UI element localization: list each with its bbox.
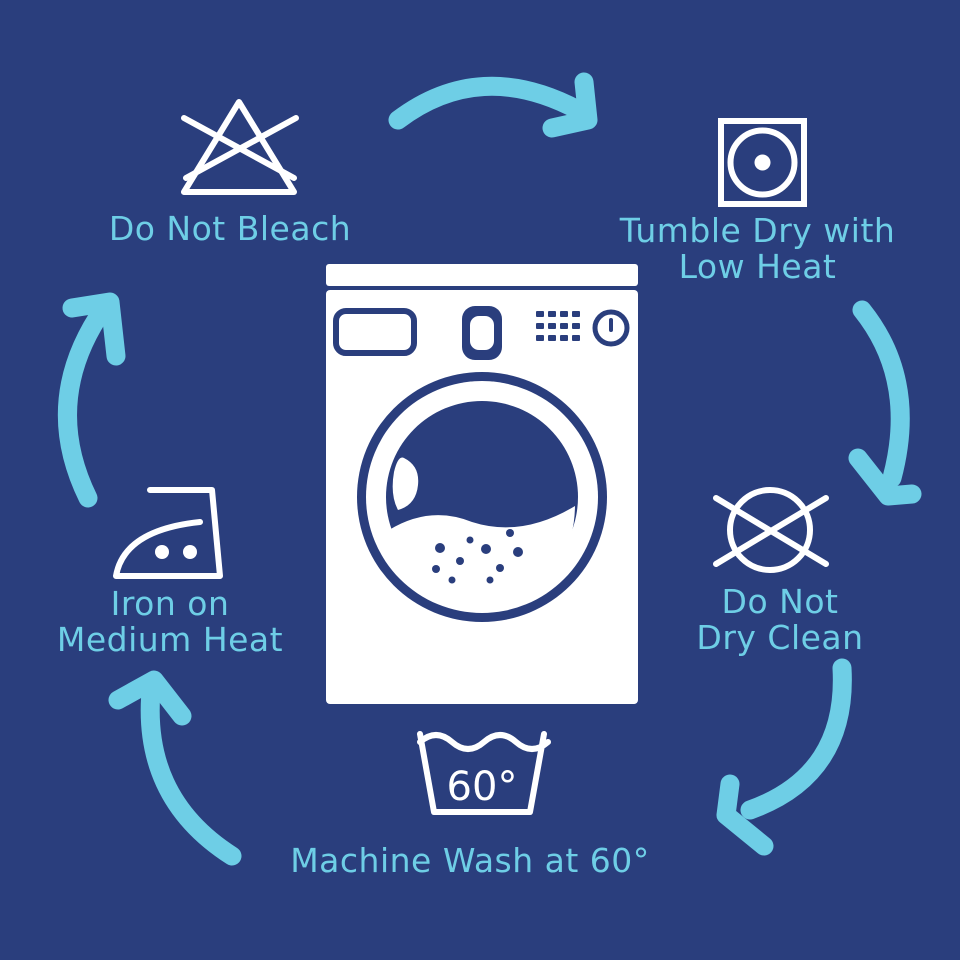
label-line: Iron on xyxy=(110,584,230,623)
wash-tub-icon: 60° xyxy=(417,731,551,815)
cycle-arrow-top xyxy=(388,72,598,138)
label-line: Do Not Bleach xyxy=(108,209,352,248)
label-machine-wash: Machine Wash at 60° xyxy=(240,843,700,879)
do-not-bleach-icon xyxy=(181,99,299,195)
machine-dial xyxy=(592,309,630,347)
washing-machine-icon xyxy=(326,264,638,704)
cycle-arrow-left xyxy=(58,292,126,508)
label-line: Dry Clean xyxy=(696,618,864,657)
machine-control-buttons xyxy=(536,311,580,341)
label-do-not-bleach: Do Not Bleach xyxy=(60,211,400,247)
cycle-arrow-bottom-left xyxy=(108,670,242,866)
label-line: Tumble Dry with xyxy=(619,211,896,250)
tumble-dry-low-heat-icon xyxy=(718,118,807,207)
wash-temperature-label: 60° xyxy=(447,764,518,810)
do-not-dry-clean-icon xyxy=(713,487,829,573)
label-line: Do Not xyxy=(721,582,839,621)
label-line: Machine Wash at 60° xyxy=(290,841,650,880)
iron-medium-heat-icon xyxy=(113,487,223,579)
label-line: Low Heat xyxy=(678,247,837,286)
laundry-bubbles xyxy=(432,529,523,584)
cycle-arrow-right-lower xyxy=(716,658,852,856)
label-line: Medium Heat xyxy=(56,620,284,659)
cycle-arrow-right-upper xyxy=(848,300,922,506)
label-tumble-dry: Tumble Dry with Low Heat xyxy=(580,213,935,285)
label-iron: Iron on Medium Heat xyxy=(20,586,320,658)
label-do-not-dry-clean: Do Not Dry Clean xyxy=(640,584,920,656)
